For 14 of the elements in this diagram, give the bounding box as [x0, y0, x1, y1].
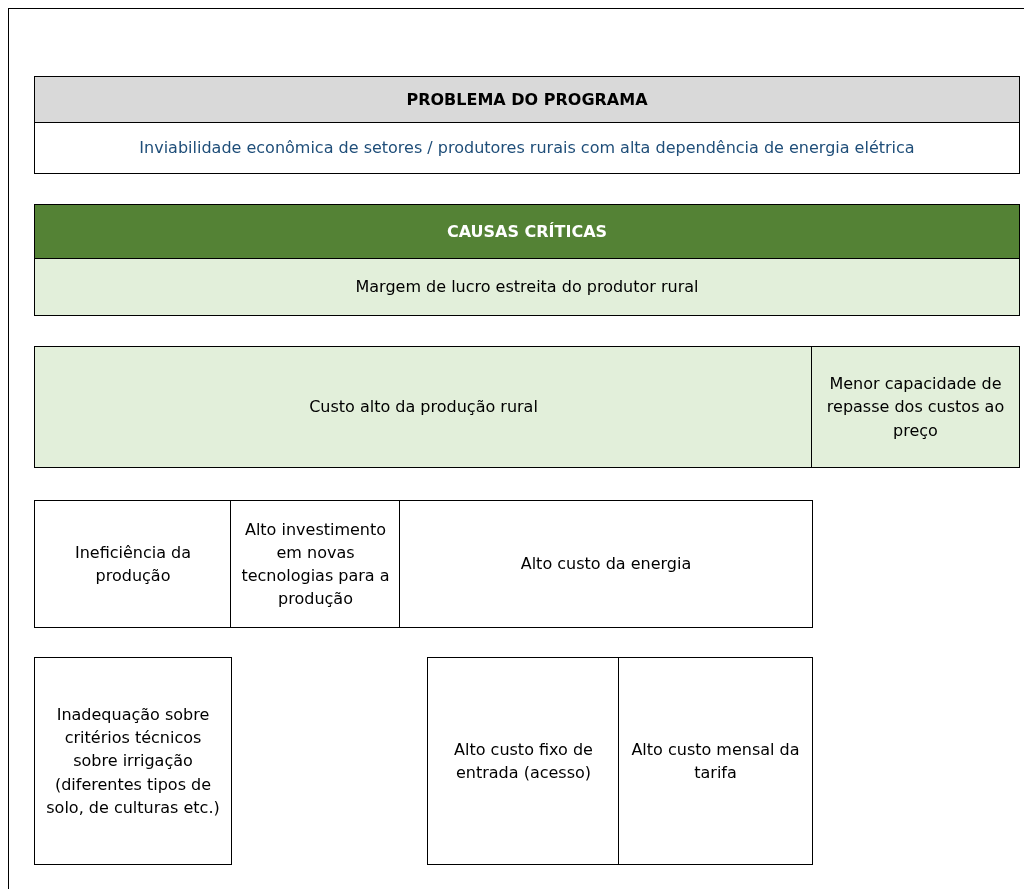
panel-text: Inviabilidade econômica de setores / produtores rurais com alta dependência de energia elétrica: [139, 138, 915, 157]
panel-heading: PROBLEMA DO PROGRAMA: [35, 77, 1019, 123]
cause-box: Custo alto da produção rural: [34, 346, 813, 468]
cause-panel: [34, 76, 1020, 174]
cause-box: Alto investimento em novas tecnologias para a produção: [230, 500, 401, 628]
cause-box: Alto custo fixo de entrada (acesso): [427, 657, 620, 865]
cause-panel: [34, 204, 1020, 316]
cause-box: Alto custo da energia: [399, 500, 813, 628]
cause-box: Ineficiência da produção: [34, 500, 232, 628]
cause-box: Alto custo mensal da tarifa: [618, 657, 813, 865]
panel-heading: CAUSAS CRÍTICAS: [35, 205, 1019, 259]
cause-box: Inadequação sobre critérios técnicos sobre irrigação (diferentes tipos de solo, de culturas etc.): [34, 657, 232, 865]
panel-text: Margem de lucro estreita do produtor rural: [355, 277, 699, 296]
cause-box: Menor capacidade de repasse dos custos ao preço: [811, 346, 1020, 468]
